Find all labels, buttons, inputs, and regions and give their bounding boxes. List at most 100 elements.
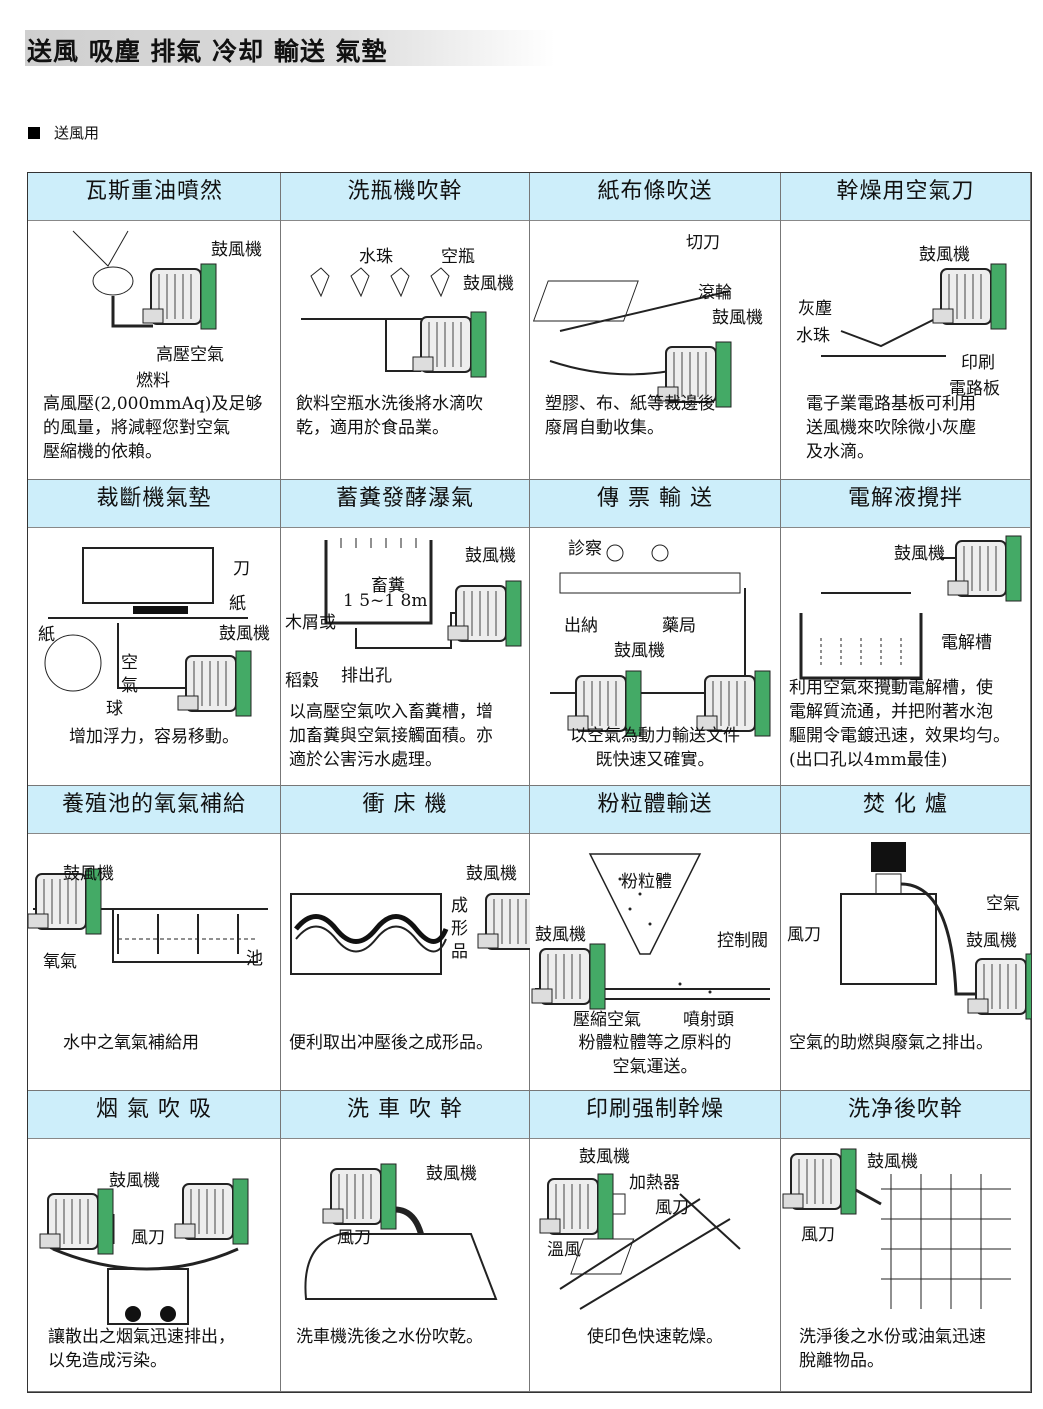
description-line: 空氣的助燃與廢氣之排出。	[789, 1033, 993, 1053]
description-line: 高風壓(2,000mmAq)及足够	[43, 394, 263, 414]
description-line: 以空氣為動力輸送文件	[570, 726, 740, 746]
application-diagram: 鼓風機灰塵水珠印刷電路板電子業電路基板可利用送風機來吹除微小灰塵及水滴。	[781, 221, 1030, 479]
diagram-label: 稻穀	[285, 671, 319, 691]
diagram-illustration	[304, 1163, 498, 1300]
blower-icon	[177, 650, 252, 717]
description-line: 送風機來吹除微小灰塵	[806, 418, 976, 438]
application-cell: 洗净後吹幹鼓風機風刀洗淨後之水份或油氣迅速脫離物品。	[781, 1091, 1031, 1392]
application-description: 粉體粒體等之原料的空氣運送。	[530, 1031, 780, 1079]
diagram-illustration	[550, 544, 771, 737]
page-title: 送風 吸塵 排氣 冷却 輸送 氣墊	[27, 37, 388, 66]
description-line: (出口孔以4mm最佳)	[789, 750, 948, 770]
application-cell: 電解液攪拌鼓風機電解槽利用空氣來攪動電解槽，使電解質流通，并把附著水泡驅開令電鍍…	[781, 480, 1031, 786]
diagram-illustration	[840, 842, 1031, 1020]
description-line: 壓縮機的依賴。	[43, 442, 162, 462]
application-title: 印刷强制幹燥	[530, 1091, 780, 1139]
diagram-label: 鼓風機	[894, 544, 945, 564]
application-cell: 裁斷機氣墊刀紙紙鼓風機空氣球增加浮力，容易移動。	[28, 480, 281, 786]
description-line: 及水滴。	[806, 442, 874, 462]
application-title: 電解液攪拌	[781, 480, 1030, 528]
diagram-label: 風刀	[655, 1198, 689, 1218]
application-diagram: 鼓風機加熱器風刀溫風使印色快速乾燥。	[530, 1139, 780, 1391]
diagram-label: 高壓空氣	[156, 345, 224, 365]
application-grid: 瓦斯重油噴然鼓風機高壓空氣燃料高風壓(2,000mmAq)及足够的風量，將減輕您…	[27, 172, 1032, 1393]
blower-icon	[567, 670, 642, 737]
application-cell: 養殖池的氧氣補給鼓風機氧氣池水中之氧氣補給用	[28, 786, 281, 1091]
diagram-illustration	[39, 1178, 249, 1325]
application-description: 使印色快速乾燥。	[530, 1325, 780, 1349]
diagram-label: 壓縮空氣	[573, 1010, 641, 1030]
blower-icon	[932, 263, 1007, 330]
diagram-label: 水珠	[359, 247, 393, 267]
blower-icon	[782, 1148, 857, 1215]
description-line: 廢屑自動收集。	[545, 418, 664, 438]
application-diagram: 鼓風機成形品便利取出冲壓後之成形品。	[281, 834, 530, 1090]
application-diagram: 診察出納藥局鼓風機以空氣為動力輸送文件既快速又確實。	[530, 528, 780, 785]
blower-icon	[967, 953, 1031, 1020]
application-description: 便利取出冲壓後之成形品。	[289, 1031, 493, 1055]
application-description: 水中之氧氣補給用	[63, 1031, 199, 1055]
diagram-label: 鼓風機	[614, 641, 665, 661]
application-title: 幹燥用空氣刀	[781, 173, 1030, 221]
diagram-label: 出納	[564, 616, 598, 636]
diagram-label: 排出孔	[341, 666, 392, 686]
application-cell: 傳 票 輸 送診察出納藥局鼓風機以空氣為動力輸送文件既快速又確實。	[530, 480, 781, 786]
diagram-label: 鼓風機	[219, 624, 270, 644]
diagram-label: 空瓶	[441, 247, 475, 267]
application-description: 利用空氣來攪動電解槽，使電解質流通，并把附著水泡驅開令電鍍迅速，效果均勻。(出口…	[789, 676, 1010, 772]
diagram-illustration	[782, 1148, 1011, 1309]
diagram-label: 電解槽	[941, 633, 992, 653]
diagram-label: 鼓風機	[63, 864, 114, 884]
description-line: 利用空氣來攪動電解槽，使	[789, 678, 993, 698]
diagram-label: 氧氣	[43, 952, 77, 972]
diagram-illustration	[72, 230, 217, 330]
diagram-label: 噴射頭	[683, 1010, 734, 1030]
diagram-illustration	[539, 1173, 741, 1310]
description-line: 飲料空瓶水洗後將水滴吹	[296, 394, 483, 414]
blower-icon	[174, 1178, 249, 1245]
blower-icon	[539, 1173, 614, 1240]
diagram-illustration	[28, 868, 268, 963]
description-line: 使印色快速乾燥。	[587, 1327, 723, 1347]
blower-icon	[39, 1188, 114, 1255]
application-diagram: 鼓風機氧氣池水中之氧氣補給用	[28, 834, 280, 1090]
diagram-label: 品	[451, 942, 468, 962]
diagram-label: 鼓風機	[466, 864, 517, 884]
diagram-label: 水珠	[796, 326, 830, 346]
application-cell: 衝 床 機鼓風機成形品便利取出冲壓後之成形品。	[281, 786, 530, 1091]
diagram-label: 空氣	[986, 894, 1020, 914]
blower-icon	[947, 535, 1022, 602]
diagram-illustration	[44, 547, 252, 717]
diagram-label: 電路板	[949, 379, 1000, 399]
diagram-label: 空	[121, 653, 138, 673]
diagram-label: 風刀	[787, 925, 821, 945]
blower-icon	[447, 580, 522, 647]
blower-icon	[28, 868, 102, 935]
page-title-banner: 送風 吸塵 排氣 冷却 輸送 氣墊	[25, 30, 555, 66]
application-title: 洗瓶機吹幹	[281, 173, 529, 221]
description-line: 以免造成污染。	[48, 1351, 167, 1371]
application-diagram: 刀紙紙鼓風機空氣球增加浮力，容易移動。	[28, 528, 280, 785]
application-description: 電子業電路基板可利用送風機來吹除微小灰塵及水滴。	[806, 392, 976, 464]
application-description: 空氣的助燃與廢氣之排出。	[789, 1031, 993, 1055]
diagram-label: 成	[451, 896, 468, 916]
diagram-label: 刀	[233, 559, 250, 579]
application-diagram: 空氣風刀鼓風機空氣的助燃與廢氣之排出。	[781, 834, 1031, 1090]
diagram-label: 藥局	[662, 616, 696, 636]
application-diagram: 鼓風機風刀讓散出之烟氣迅速排出，以免造成污染。	[28, 1139, 280, 1391]
application-cell: 洗 車 吹 幹鼓風機風刀洗車機洗後之水份吹乾。	[281, 1091, 530, 1392]
description-line: 既快速又確實。	[595, 750, 715, 770]
application-description: 塑膠、布、紙等裁邊後廢屑自動收集。	[545, 392, 715, 440]
diagram-label: 風刀	[801, 1225, 835, 1245]
diagram-label: 鼓風機	[211, 240, 262, 260]
blower-icon	[142, 263, 217, 330]
diagram-label: 燃料	[136, 371, 170, 391]
diagram-label: 控制閥	[717, 931, 768, 951]
diagram-label: 風刀	[337, 1228, 371, 1248]
diagram-label: 1 5~1 8m	[343, 591, 428, 611]
application-cell: 瓦斯重油噴然鼓風機高壓空氣燃料高風壓(2,000mmAq)及足够的風量，將減輕您…	[28, 173, 281, 480]
diagram-label: 鼓風機	[919, 245, 970, 265]
diagram-illustration	[301, 267, 487, 378]
diagram-label: 鼓風機	[109, 1171, 160, 1191]
